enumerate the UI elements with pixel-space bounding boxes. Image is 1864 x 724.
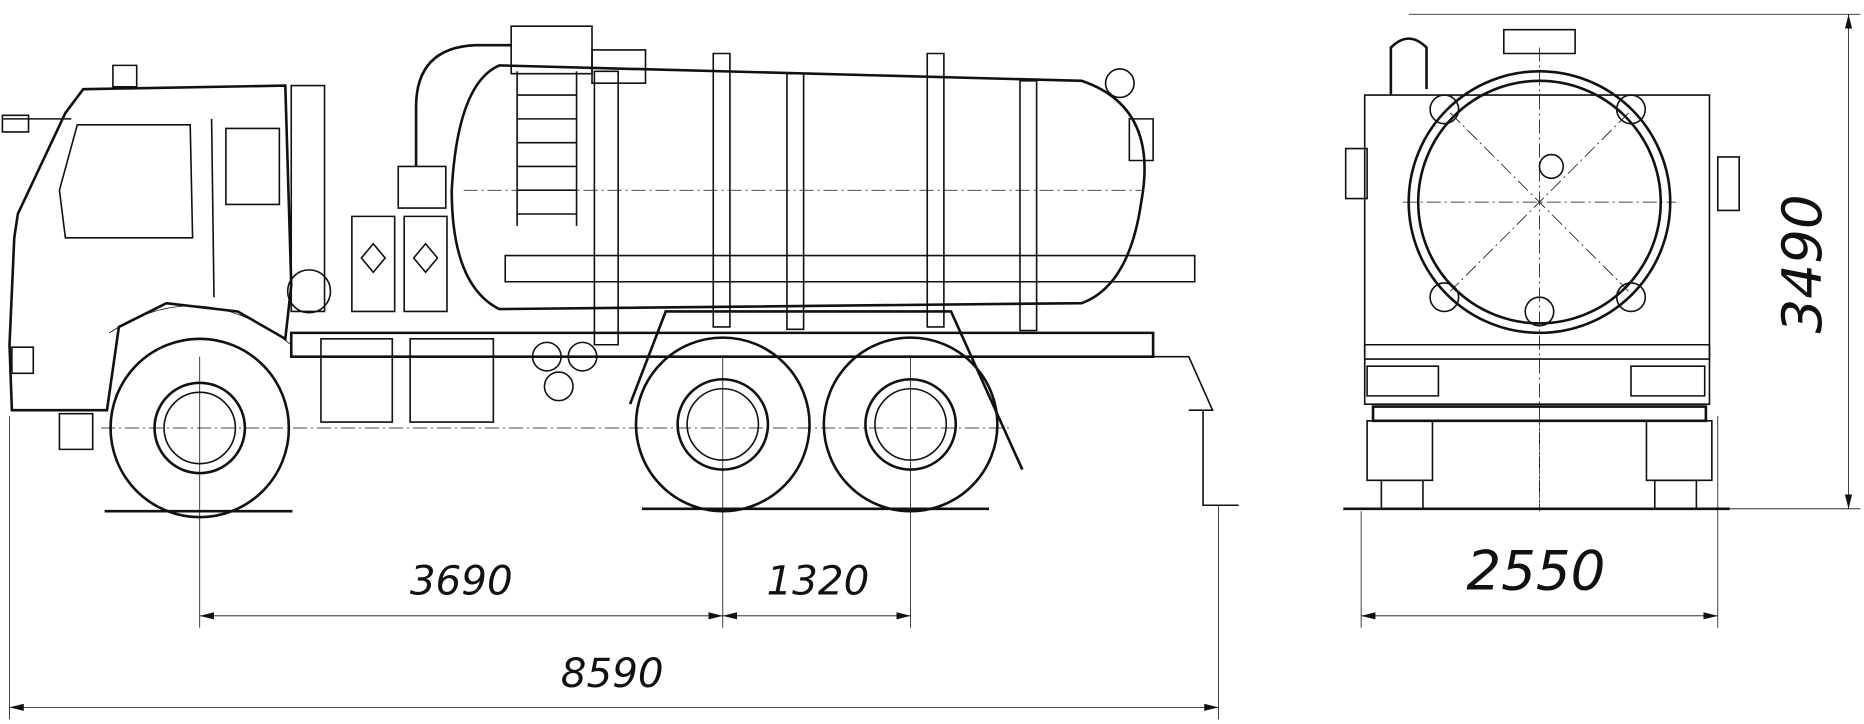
hazard-sign-2 xyxy=(404,216,447,311)
dimension-wheelbase-rear: 1320 xyxy=(766,556,869,604)
chassis-frame xyxy=(291,311,1238,505)
rear-dimensions: 2550 3490 xyxy=(1361,14,1860,627)
rear-view xyxy=(1343,30,1739,511)
side-dimensions: 3690 1320 8590 xyxy=(10,357,1219,720)
dimension-overall-width: 2550 xyxy=(1466,539,1605,603)
dimension-overall-length: 8590 xyxy=(561,649,664,697)
front-wheel xyxy=(109,306,291,517)
exhaust-stack xyxy=(291,86,324,312)
tank xyxy=(452,26,1195,345)
cab xyxy=(2,65,291,449)
side-view xyxy=(2,26,1238,517)
hazard-sign-1 xyxy=(352,216,395,311)
dimension-wheelbase-front: 3690 xyxy=(410,556,513,604)
dimension-overall-height: 3490 xyxy=(1770,194,1834,333)
